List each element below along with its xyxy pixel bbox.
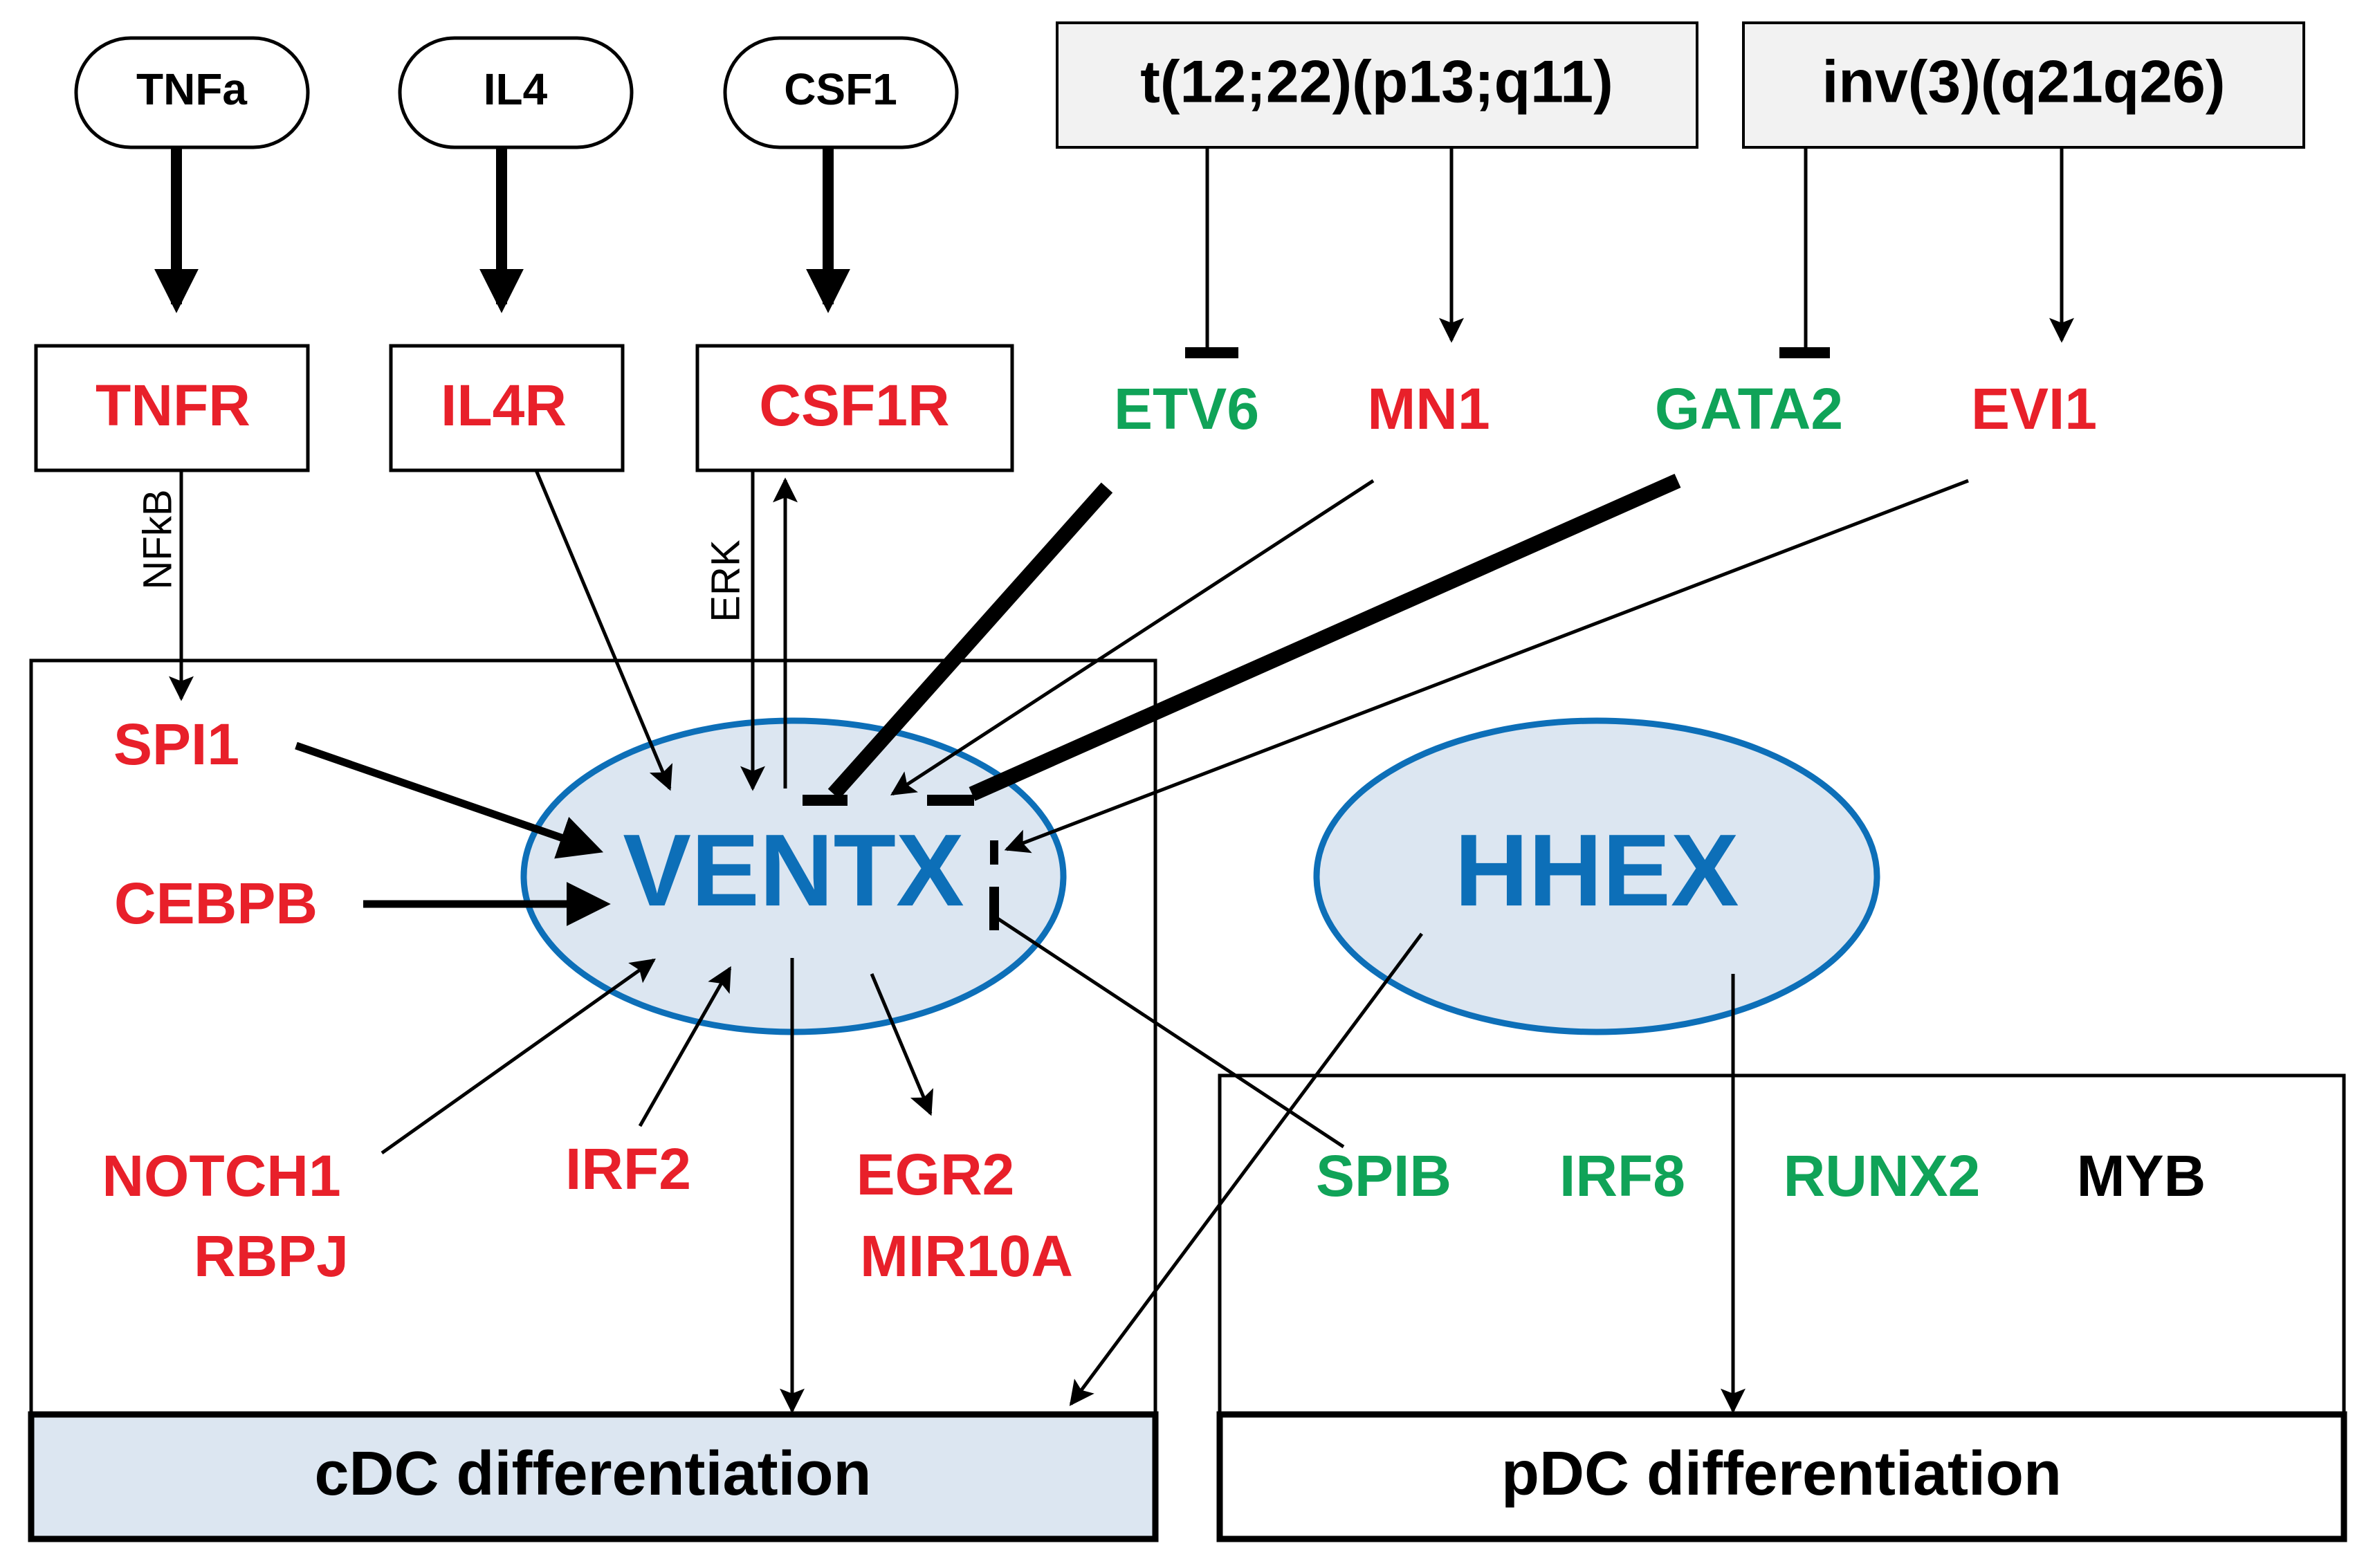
outcome-pdc: pDC differentiation xyxy=(1216,1411,2347,1542)
translocation-t12-22-label: t(12;22)(p13;q11) xyxy=(1140,49,1613,116)
gene-gata2: GATA2 xyxy=(1655,376,1843,441)
gene-evi1: EVI1 xyxy=(1971,376,2097,441)
gene-notch1: NOTCH1 xyxy=(102,1143,340,1208)
receptor-il4r-label: IL4R xyxy=(441,373,567,438)
gene-cebpb: CEBPB xyxy=(114,871,318,936)
arrow-spi1-ventx xyxy=(295,741,604,859)
ligand-il4-label: IL4 xyxy=(484,64,548,114)
gene-myb: MYB xyxy=(2077,1143,2206,1208)
hub-hhex-shape xyxy=(1313,717,1880,1035)
ligand-csf1: CSF1 xyxy=(723,36,959,149)
label-nfkb: NFkB xyxy=(135,490,180,590)
gene-etv6: ETV6 xyxy=(1114,376,1259,441)
gene-runx2: RUNX2 xyxy=(1784,1143,1981,1208)
ligand-tnfa: TNFa xyxy=(74,36,310,149)
ligand-tnfa-label: TNFa xyxy=(136,64,247,114)
arrow-ventx-egr2 xyxy=(870,973,934,1116)
receptor-csf1r: CSF1R xyxy=(695,344,1014,472)
gene-spi1: SPI1 xyxy=(113,712,239,777)
gene-irf2: IRF2 xyxy=(565,1136,691,1201)
translocation-t12-22: t(12;22)(p13;q11) xyxy=(1056,21,1698,149)
gene-egr2: EGR2 xyxy=(856,1142,1015,1207)
ligand-il4: IL4 xyxy=(398,36,634,149)
outcome-cdc: cDC differentiation xyxy=(28,1411,1159,1542)
arrow-hhex-cdc xyxy=(1069,932,1424,1406)
receptor-tnfr-label: TNFR xyxy=(95,373,250,438)
arrow-il4r-ventx xyxy=(534,470,673,791)
inhibit-etv6-ventx xyxy=(827,482,1113,800)
inhibit-spib-ventx xyxy=(996,916,1345,1149)
gene-mir10a: MIR10A xyxy=(860,1224,1073,1289)
gene-rbpj: RBPJ xyxy=(194,1224,349,1289)
outcome-pdc-label: pDC differentiation xyxy=(1501,1439,2062,1509)
arrow-notch1-ventx xyxy=(381,958,656,1155)
gene-mn1: MN1 xyxy=(1367,376,1490,441)
translocation-inv3: inv(3)(q21q26) xyxy=(1742,21,2305,149)
gene-irf8: IRF8 xyxy=(1559,1143,1685,1208)
ligand-csf1-label: CSF1 xyxy=(784,64,897,114)
gene-spib: SPIB xyxy=(1316,1143,1451,1208)
label-erk: ERK xyxy=(703,539,748,622)
receptor-tnfr: TNFR xyxy=(34,344,310,472)
outcome-cdc-label: cDC differentiation xyxy=(314,1439,871,1509)
hub-ventx-label: VENTX xyxy=(623,813,964,928)
translocation-inv3-label: inv(3)(q21q26) xyxy=(1822,49,2225,116)
arrow-irf2-ventx xyxy=(638,966,732,1127)
arrow-mn1-ventx xyxy=(890,479,1375,796)
receptor-il4r: IL4R xyxy=(389,344,625,472)
receptor-csf1r-label: CSF1R xyxy=(759,373,949,438)
inhibit-gata2-ventx xyxy=(969,473,1681,802)
hub-hhex-label: HHEX xyxy=(1454,813,1739,928)
arrow-evi1-ventx xyxy=(1004,479,1969,854)
